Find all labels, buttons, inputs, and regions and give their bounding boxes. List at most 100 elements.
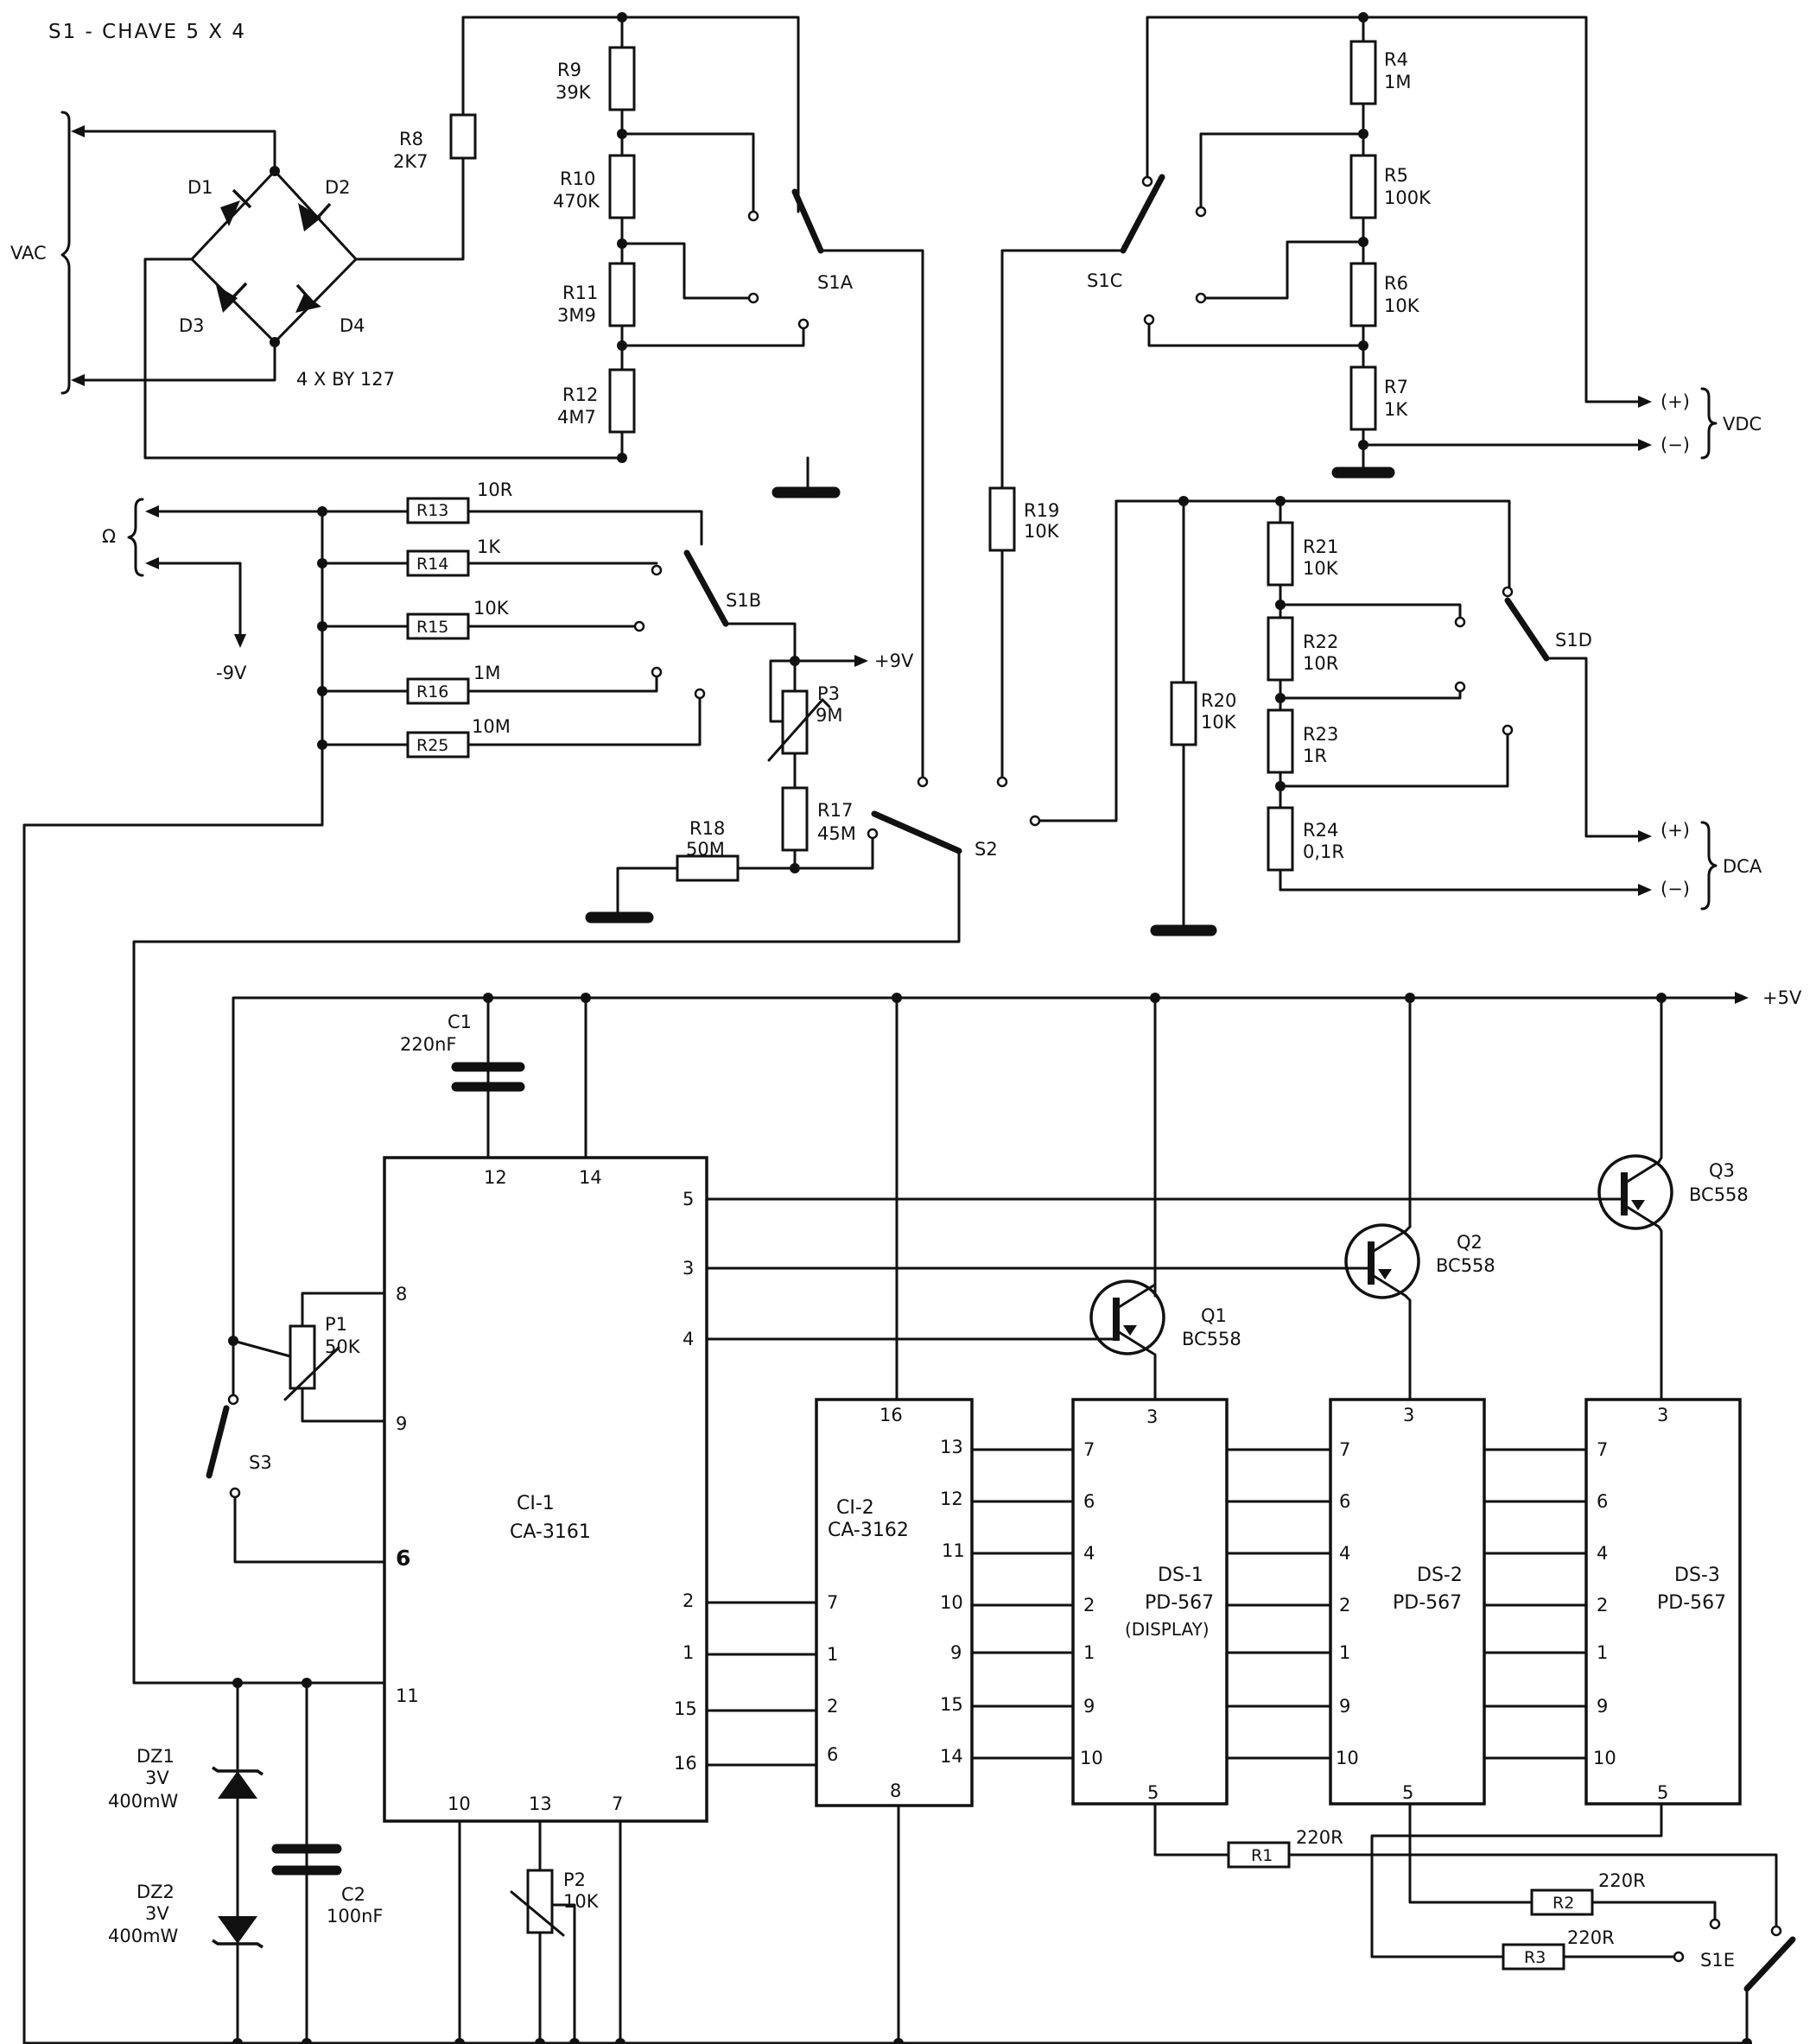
r7-value: 1K [1384,399,1408,420]
diode-bridge: D1 D2 D3 D4 4 X BY 127 [143,154,624,460]
ds3-pin4: 4 [1597,1543,1608,1564]
display-ds2: 3 7 6 4 2 1 9 10 5 DS-2 PD-567 [1329,1398,1486,1806]
switch-s1a[interactable]: S1A [747,188,929,788]
r1-value: 220R [1296,1827,1343,1848]
resistor-r23 [1267,708,1294,774]
dca-minus: (−) [1660,879,1690,899]
r12-name: R12 [562,384,598,405]
r5-value: 100K [1384,187,1432,208]
switch-s3[interactable]: S3 [206,1393,386,1564]
resistor-r19 [988,486,1016,552]
ci1-pin3: 3 [683,1258,694,1279]
diode-d1 [220,188,252,226]
ic-ci1: 12 14 5 3 4 8 9 6 11 2 1 15 16 10 13 7 C… [383,1156,708,1823]
digit-drive-lines [705,1197,1609,1341]
vac-input: VAC [10,111,276,395]
dz1-name: DZ1 [137,1746,175,1767]
dca-shunt-network: R20 10K R21 10K R22 10R R23 1R R24 0,1R … [1029,496,1762,936]
ds3-pin7: 7 [1597,1439,1608,1460]
ds2-pin5: 5 [1402,1782,1413,1803]
ds1-pin4: 4 [1083,1543,1095,1564]
r12-value: 4M7 [557,407,596,428]
ohm-label: Ω [102,526,116,547]
ci1-pin8: 8 [396,1284,407,1304]
vdc-plus: (+) [1660,391,1690,412]
ds1-name: DS-1 [1158,1565,1203,1586]
d3-label: D3 [179,315,205,336]
ds1-pin6: 6 [1083,1491,1095,1512]
minus9v-label: -9V [216,663,247,683]
r19-name: R19 [1024,500,1059,521]
ds3-pin5: 5 [1657,1782,1668,1803]
ci1-pin15: 15 [674,1698,697,1719]
resistor-r9 [608,46,636,111]
c1-name: C1 [448,1012,472,1032]
switch-s2[interactable]: S2 [132,810,998,1685]
ds1-pin10: 10 [1080,1748,1103,1768]
ohm-range-network: Ω -9V R13 10R R14 1K R15 10K R16 1M R25 … [22,479,706,2044]
ds1-pin3: 3 [1146,1406,1158,1427]
ds3-pin2: 2 [1597,1595,1608,1616]
r16-name: R16 [416,682,448,701]
ci2-pin12: 12 [940,1489,963,1509]
ci2-pin6: 6 [827,1744,838,1765]
r4-name: R4 [1384,49,1408,70]
potentiometer-p2[interactable]: P2 10K [510,1819,600,2044]
ci2-pin10: 10 [940,1592,963,1613]
switch-s1d[interactable]: S1D [1454,586,1652,842]
resistor-r10 [608,154,636,219]
potentiometer-p1[interactable]: P1 50K [228,1292,386,1423]
resistor-r4 [1349,40,1377,105]
plus5v-label: +5V [1762,987,1802,1008]
potentiometer-p3[interactable] [767,689,831,762]
s1b-label: S1B [726,590,761,611]
ds1-part: PD-567 [1145,1592,1214,1614]
r1-name: R1 [1251,1846,1273,1865]
r2-value: 220R [1598,1870,1646,1891]
dz1-power: 400mW [108,1791,179,1812]
resistor-r21 [1267,521,1294,587]
ci1-pin12: 12 [484,1167,507,1188]
ci1-name: CI-1 [517,1493,555,1514]
switch-s1c[interactable]: S1C [996,174,1207,788]
ci2-pin1: 1 [827,1644,838,1665]
diode-d4 [295,283,321,313]
r21-value: 10K [1303,558,1339,579]
decimal-point-network: R1 220R R2 220R R3 220R [1153,1802,1778,1971]
diode-d3 [216,282,248,313]
q3-name: Q3 [1709,1160,1735,1181]
ci2-pin7: 7 [827,1592,838,1613]
resistor-r25 [406,731,470,759]
ds1-pin5: 5 [1147,1782,1159,1803]
resistor-r14 [406,549,470,577]
r23-name: R23 [1303,724,1338,745]
ci2-pin11: 11 [942,1540,965,1561]
resistor-r8 [449,113,477,160]
zener-dz1 [212,1766,264,1799]
resistor-r5 [1349,154,1377,219]
plus5v-rail: +5V [232,987,1802,1406]
p3-r17-chain: +9V P3 9M R17 45M R18 50M [585,651,914,924]
plus9v-label: +9V [874,651,914,671]
switch-s1e[interactable]: S1E [1673,1918,1796,2044]
switch-s1b[interactable]: S1B [683,549,797,663]
r15-name: R15 [416,618,448,637]
ci1-ci2-bus [705,1601,818,1767]
capacitor-c1: C1 220nF [400,1012,525,1092]
p1-name: P1 [325,1314,347,1335]
ds3-pin6: 6 [1597,1491,1608,1512]
r25-value: 10M [472,716,511,737]
s1d-label: S1D [1555,630,1592,651]
display-ds1: 3 7 6 4 2 1 9 10 5 DS-1 PD-567 (DISPLAY) [1071,1398,1229,1806]
r6-name: R6 [1384,273,1408,294]
dz2-power: 400mW [108,1926,179,1946]
c2-value: 100nF [327,1906,383,1927]
q1-type: BC558 [1182,1329,1241,1349]
r9-name: R9 [557,60,581,80]
q2-name: Q2 [1457,1232,1483,1253]
p1-value: 50K [325,1336,361,1357]
ci1-pin9: 9 [396,1413,407,1434]
ds1-pin1: 1 [1083,1642,1095,1663]
transistor-q2: Q2 BC558 [1344,1223,1495,1406]
